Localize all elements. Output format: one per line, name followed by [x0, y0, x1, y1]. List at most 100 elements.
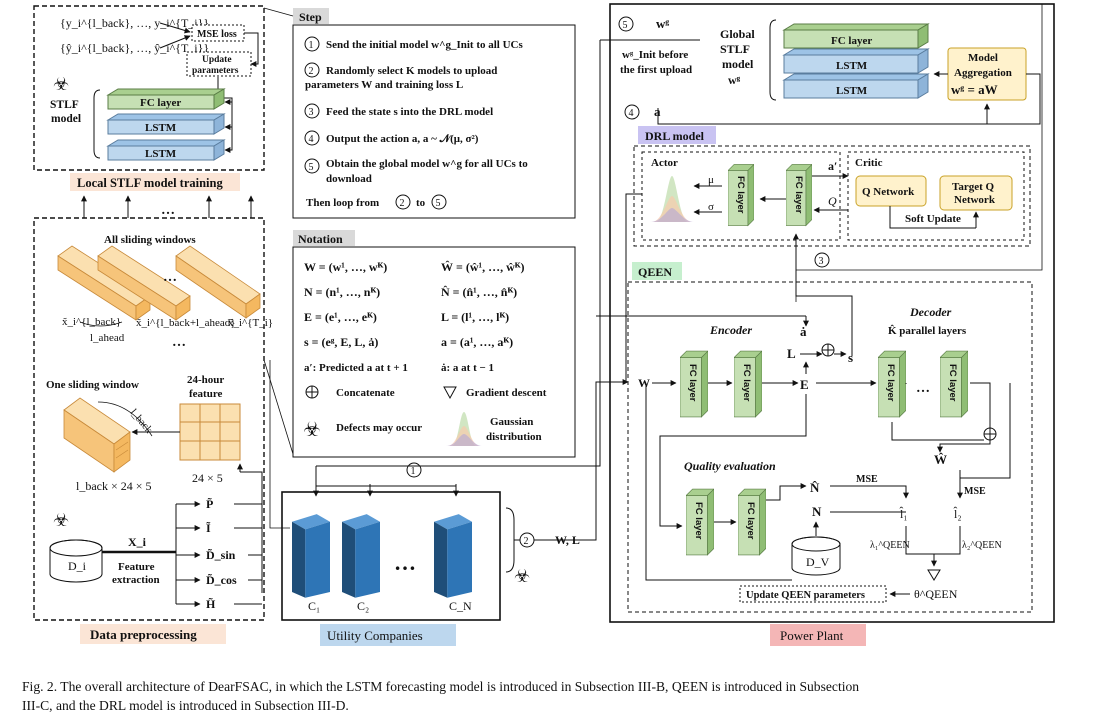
notation-s: s = (eᵍ, E, L, ȧ): [304, 335, 378, 349]
decoder-fc-2-label: FC layer: [947, 364, 958, 402]
a-prime-label: a′: [828, 159, 837, 173]
actor-fc-1-label: FC layer: [735, 176, 746, 214]
l1-label: l̂₁: [899, 506, 907, 521]
hour-feature-1: 24-hour: [187, 374, 224, 386]
ellipsis: …: [163, 270, 177, 285]
target-q-2: Network: [954, 194, 996, 206]
uc-cn: C_N: [449, 599, 472, 613]
notation-n: N = (n¹, …, nᴷ): [304, 285, 380, 299]
actor-box: [641, 151, 841, 241]
feature-extraction-1: Feature: [118, 561, 155, 573]
mu-label: μ: [708, 174, 714, 186]
actor-fc-2-label: FC layer: [793, 176, 804, 214]
database-dv: [791, 536, 841, 576]
sigma-label: σ: [708, 201, 714, 213]
drl-title: DRL model: [645, 129, 705, 143]
gaussian-icon: [650, 176, 694, 222]
notation-box: [292, 246, 576, 458]
svg-text:2: 2: [400, 198, 405, 209]
sliding-window-prism-1: [57, 245, 151, 321]
sliding-window-prism-2: [97, 245, 191, 321]
step-5a: Obtain the global model w^g for all UCs …: [326, 158, 528, 170]
dim-lback: l_back × 24 × 5: [76, 479, 152, 493]
theta-label: θ^QEEN: [914, 587, 958, 601]
stlf-label: STLF: [50, 99, 79, 111]
notation-gauss-2: distribution: [486, 431, 542, 443]
notation-a: a = (a¹, …, aᴷ): [441, 335, 513, 349]
step-1: Send the initial model w^g_Init to all U…: [326, 39, 523, 51]
svg-text:1: 1: [411, 466, 416, 477]
database-di: [49, 539, 103, 583]
q-network-label: Q Network: [862, 186, 915, 198]
model-label: model: [51, 113, 81, 125]
svg-text:4: 4: [629, 108, 634, 119]
ellipsis: …: [394, 550, 416, 575]
what-label: Ŵ: [934, 452, 947, 467]
utility-companies-title-bg: [320, 624, 456, 646]
feature-extraction-2: extraction: [112, 574, 160, 586]
feature-dcos: D̃_cos: [206, 573, 237, 587]
notation-title: Notation: [298, 232, 343, 246]
x-lback-ahead-label: x̃_i^{l_back+l_ahead}: [136, 317, 236, 329]
step-2b: parameters W and training loss L: [305, 79, 463, 91]
step-loop-to: to: [416, 197, 426, 209]
pp-global-3: model: [722, 57, 754, 71]
svg-text:3: 3: [819, 256, 824, 267]
feature-i: Ĩ: [206, 521, 211, 535]
biohazard-icon: ☣: [303, 419, 321, 441]
local-training-title: Local STLF model training: [77, 176, 223, 190]
utility-company-1: [292, 514, 330, 598]
agg-1: Model: [968, 52, 998, 64]
data-preprocessing-title: Data preprocessing: [90, 627, 197, 642]
lambda-2-label: λ₂^QEEN: [962, 540, 1002, 551]
svg-text:5: 5: [436, 198, 441, 209]
ellipsis: …: [916, 381, 930, 396]
gaussian-icon: [446, 412, 482, 446]
all-windows-label: All sliding windows: [104, 234, 196, 246]
caption-line-1: Fig. 2. The overall architecture of Dear…: [22, 679, 859, 694]
encoder-label: Encoder: [709, 323, 752, 337]
pp-lstm-1: LSTM: [836, 60, 868, 72]
pp-a-label: a: [654, 104, 661, 119]
update-qeen-box: [739, 585, 887, 603]
quality-fc-1-label: FC layer: [693, 502, 704, 540]
feature-p: P̃: [206, 497, 213, 511]
lstm-2-label: LSTM: [145, 148, 177, 160]
lambda-1-label: λ₁^QEEN: [870, 540, 910, 551]
quality-label: Quality evaluation: [684, 459, 776, 473]
utility-company-2: [342, 514, 380, 598]
actor-label: Actor: [651, 157, 678, 169]
power-plant-box: [609, 3, 1055, 623]
q-network-box: [855, 175, 927, 207]
step-loop: Then loop from: [306, 197, 379, 209]
sliding-window-prism-3: [175, 245, 261, 319]
step-title: Step: [299, 10, 322, 24]
ellipsis: …: [172, 335, 186, 350]
notation-concat: Concatenate: [336, 387, 395, 399]
w-label: W: [638, 376, 650, 390]
svg-text:1: 1: [309, 40, 314, 51]
x-ti-label: x̃_i^{T_i}: [228, 317, 273, 329]
one-sliding-window-prism: [63, 397, 131, 473]
lstm-1-label: LSTM: [145, 122, 177, 134]
biohazard-icon: ☣: [514, 566, 530, 586]
l2-label: l̂₂: [953, 506, 961, 521]
pp-first-upload: the first upload: [620, 64, 692, 76]
parameters-label: parameters: [192, 66, 239, 76]
data-preprocessing-box: [33, 217, 265, 621]
critic-label: Critic: [855, 157, 883, 169]
local-training-box: [33, 5, 265, 171]
qeen-title-bg: [632, 262, 682, 280]
step-4: Output the action a, a ~ 𝒩(μ, σ²): [326, 133, 479, 145]
agg-3: wᵍ = aW: [951, 82, 998, 97]
s-label: s: [848, 350, 853, 365]
mse-loss-label: MSE loss: [197, 29, 237, 40]
e-label: E: [800, 377, 809, 392]
caption-line-2: III-C, and the DRL model is introduced i…: [22, 698, 349, 713]
notation-what: Ŵ = (ŵ¹, …, ŵᴷ): [441, 260, 524, 274]
svg-text:3: 3: [309, 107, 314, 118]
l-label: L: [787, 346, 796, 361]
xi-label: X_i: [128, 535, 147, 549]
agg-2: Aggregation: [954, 67, 1012, 79]
